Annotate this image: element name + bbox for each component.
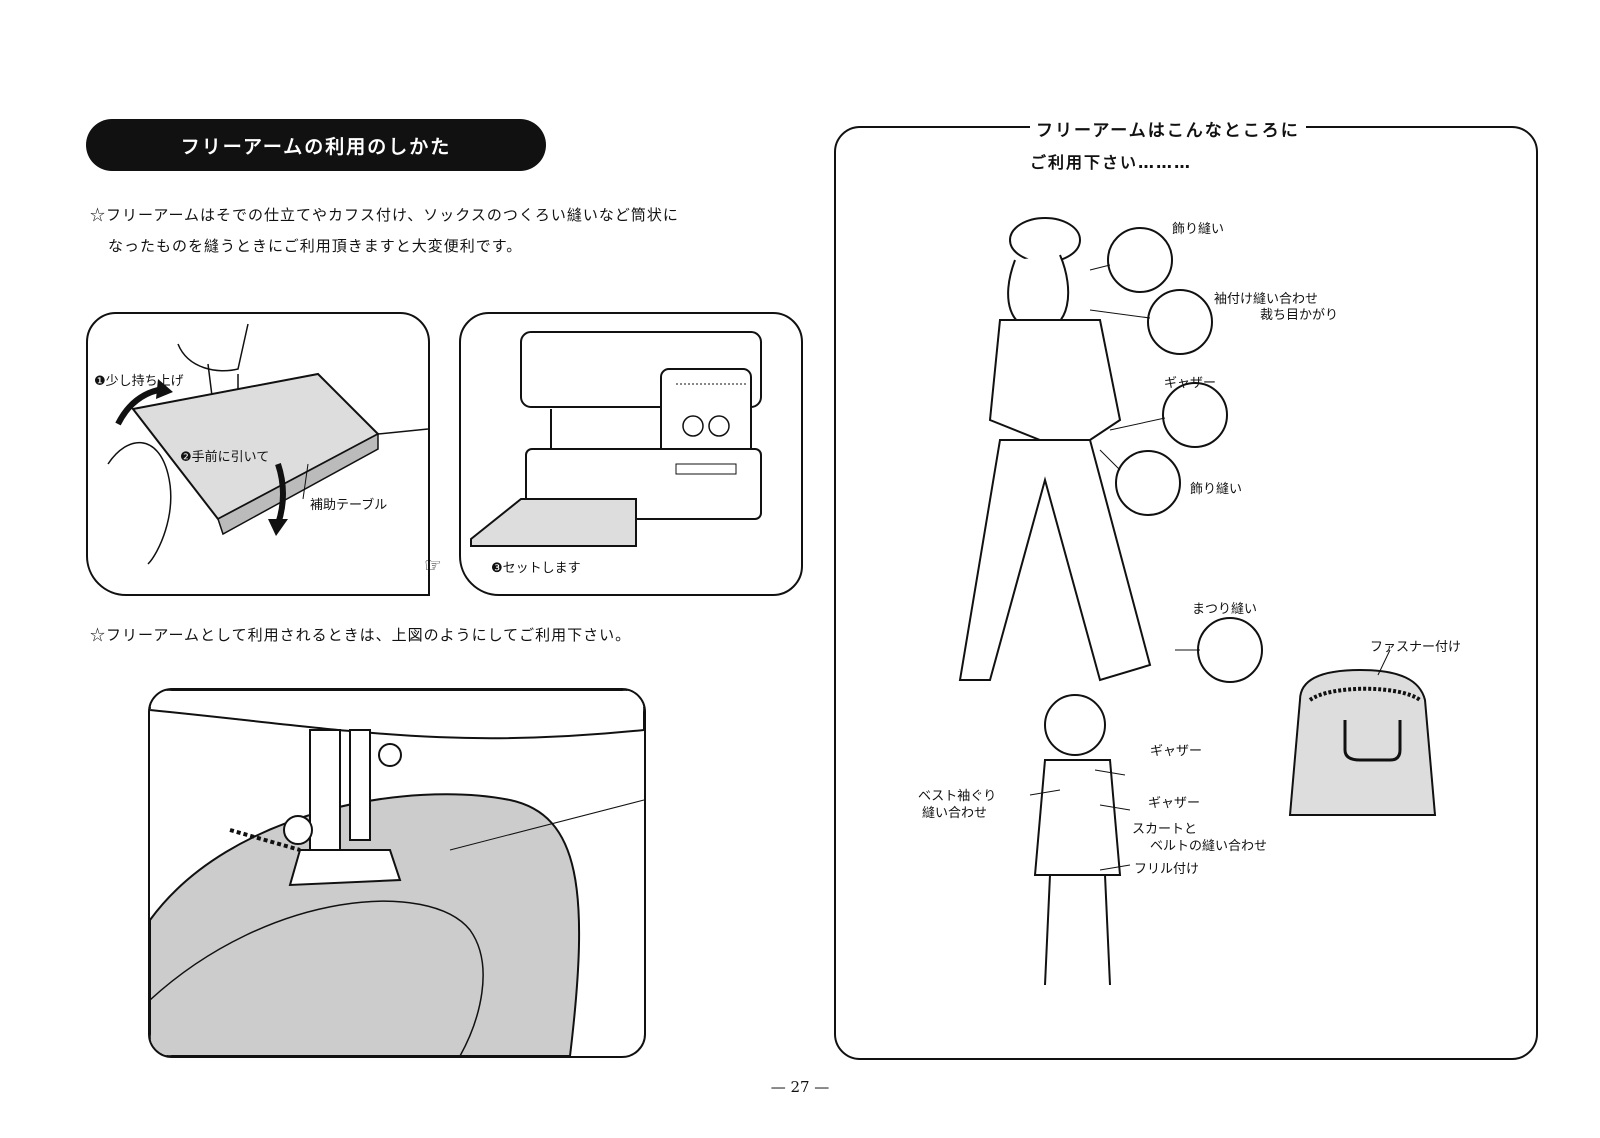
illustration-sewing-machine <box>470 331 762 547</box>
section-title: フリーアームの利用のしかた <box>86 119 546 171</box>
illustration-free-arm-sewing <box>150 690 644 1056</box>
label-vest-2: 縫い合わせ <box>922 806 988 821</box>
label-gather-1: ギャザー <box>1164 376 1217 391</box>
page-number: — 27 — <box>770 1078 830 1096</box>
panel-set-table: ❸セットします <box>459 312 803 596</box>
label-sodetsuke-1: 袖付け縫い合わせ <box>1214 292 1319 307</box>
intro-text: ☆フリーアームはそでの仕立てやカフス付け、ソックスのつくろい縫いなど筒状に なっ… <box>90 200 790 262</box>
step-3-label: ❸セットします <box>491 561 581 576</box>
pointing-hand-icon: ☞ <box>424 553 442 577</box>
usage-subtitle: ご利用下さい……… <box>1030 153 1193 172</box>
label-fastener: ファスナー付け <box>1370 640 1462 655</box>
step-1-label: ❶少し持ち上げ <box>94 374 184 389</box>
label-skirt-1: スカートと <box>1132 822 1198 837</box>
label-gather-3: ギャザー <box>1148 796 1201 811</box>
label-vest-1: ベスト袖ぐり <box>918 789 997 804</box>
illustration-lift-table <box>107 323 428 565</box>
label-kazari-1: 飾り縫い <box>1172 222 1225 237</box>
label-skirt-2: ベルトの縫い合わせ <box>1150 839 1268 854</box>
label-kazari-2: 飾り縫い <box>1190 482 1243 497</box>
intro-line-1: ☆フリーアームはそでの仕立てやカフス付け、ソックスのつくろい縫いなど筒状に <box>90 206 679 224</box>
step-2-label: ❷手前に引いて <box>180 450 270 465</box>
label-frill: フリル付け <box>1134 862 1200 877</box>
label-matsuri: まつり縫い <box>1192 602 1258 617</box>
label-sodetsuke-2: 裁ち目かがり <box>1260 308 1339 323</box>
label-gather-2: ギャザー <box>1150 744 1203 759</box>
panel-free-arm-sewing <box>148 688 646 1058</box>
usage-examples-frame <box>834 126 1538 1060</box>
intro-line-2: なったものを縫うときにご利用頂きますと大変便利です。 <box>108 237 523 255</box>
usage-note: ☆フリーアームとして利用されるときは、上図のようにしてご利用下さい。 <box>90 626 632 644</box>
panel-lift-table: ❶少し持ち上げ ❷手前に引いて 補助テーブル <box>86 312 430 596</box>
usage-title: フリーアームはこんなところに <box>1030 116 1306 141</box>
table-label: 補助テーブル <box>310 498 388 513</box>
